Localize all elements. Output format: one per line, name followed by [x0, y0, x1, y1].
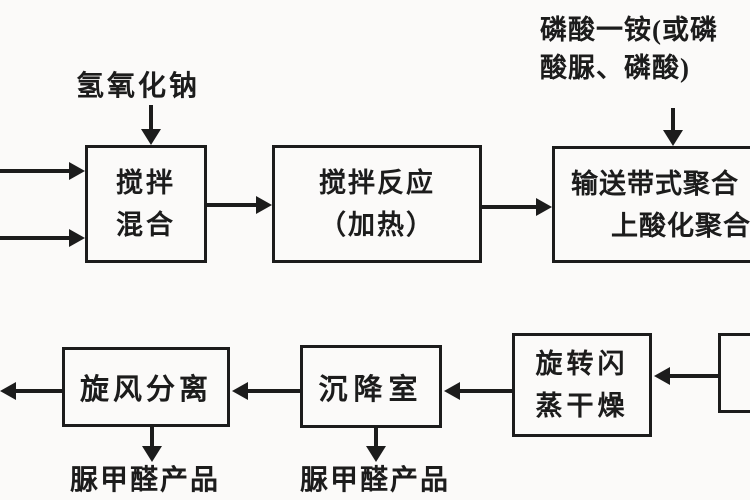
- arrow-react-to-conveyor: [482, 198, 552, 216]
- node-rotary-flash-dryer: 旋转闪 蒸干燥: [512, 333, 652, 437]
- arrow-shaft: [14, 389, 62, 393]
- arrow-rightbox-to-dryer: [654, 367, 718, 385]
- arrow-dryer-to-settling: [444, 382, 512, 400]
- arrowhead-left-icon: [232, 382, 248, 400]
- arrowhead-left-icon: [0, 382, 16, 400]
- arrow-shaft: [374, 428, 378, 448]
- arrow-shaft: [0, 236, 71, 240]
- arrow-shaft: [150, 427, 154, 448]
- node-stir-react-line1: 搅拌反应: [319, 168, 435, 198]
- arrowhead-right-icon: [69, 162, 85, 180]
- node-conveyor-line1: 输送带式聚合: [571, 168, 739, 199]
- arrow-shaft: [246, 389, 300, 393]
- node-conveyor-polymerize: 输送带式聚合 上酸化聚合: [552, 146, 750, 263]
- node-conveyor-line2: 上酸化聚合: [611, 210, 750, 241]
- arrow-shaft: [458, 389, 512, 393]
- node-stir-mix: 搅拌 混合: [85, 145, 207, 263]
- arrow-shaft: [668, 374, 718, 378]
- arrowhead-down-icon: [366, 446, 386, 462]
- arrow-naoh-to-mix: [141, 105, 161, 145]
- arrow-shaft: [207, 203, 258, 207]
- label-phosphate-line1: 磷酸一铵(或磷: [540, 15, 718, 45]
- arrow-feed1-to-mix: [0, 162, 85, 180]
- arrow-cyclone-to-product: [142, 427, 162, 462]
- node-stir-mix-line1: 搅拌: [116, 168, 176, 198]
- label-sodium-hydroxide: 氢氧化钠: [76, 71, 201, 102]
- node-dryer-line2: 蒸干燥: [535, 391, 629, 421]
- arrow-settling-to-cyclone: [232, 382, 300, 400]
- arrowhead-right-icon: [536, 198, 552, 216]
- arrowhead-down-icon: [141, 129, 161, 145]
- node-cyclone-separator: 旋风分离: [62, 347, 230, 427]
- node-cyclone-label: 旋风分离: [79, 374, 212, 406]
- label-phosphate-line2: 酸脲、磷酸): [540, 53, 690, 83]
- arrow-shaft: [482, 205, 538, 209]
- arrow-phosphate-to-conveyor: [663, 108, 683, 146]
- arrow-settling-to-product: [366, 428, 386, 462]
- arrow-shaft: [149, 105, 153, 131]
- arrowhead-down-icon: [663, 130, 683, 146]
- node-stir-react: 搅拌反应 （加热）: [272, 145, 482, 263]
- node-clipped-right: [718, 333, 750, 413]
- node-stir-react-line2: （加热）: [319, 210, 435, 240]
- node-settling-label: 沉降室: [318, 373, 424, 406]
- arrowhead-right-icon: [69, 229, 85, 247]
- arrow-cyclone-to-exit: [0, 382, 62, 400]
- label-product-left: 脲甲醛产品: [70, 465, 221, 496]
- arrow-shaft: [671, 108, 675, 132]
- arrowhead-left-icon: [444, 382, 460, 400]
- arrowhead-left-icon: [654, 367, 670, 385]
- arrow-shaft: [0, 169, 71, 173]
- arrow-feed2-to-mix: [0, 229, 85, 247]
- node-dryer-line1: 旋转闪: [535, 349, 629, 379]
- arrow-mix-to-react: [207, 196, 272, 214]
- node-stir-mix-line2: 混合: [116, 210, 176, 240]
- label-product-right: 脲甲醛产品: [300, 465, 451, 496]
- arrowhead-right-icon: [256, 196, 272, 214]
- node-settling-chamber: 沉降室: [300, 345, 442, 428]
- arrowhead-down-icon: [142, 446, 162, 462]
